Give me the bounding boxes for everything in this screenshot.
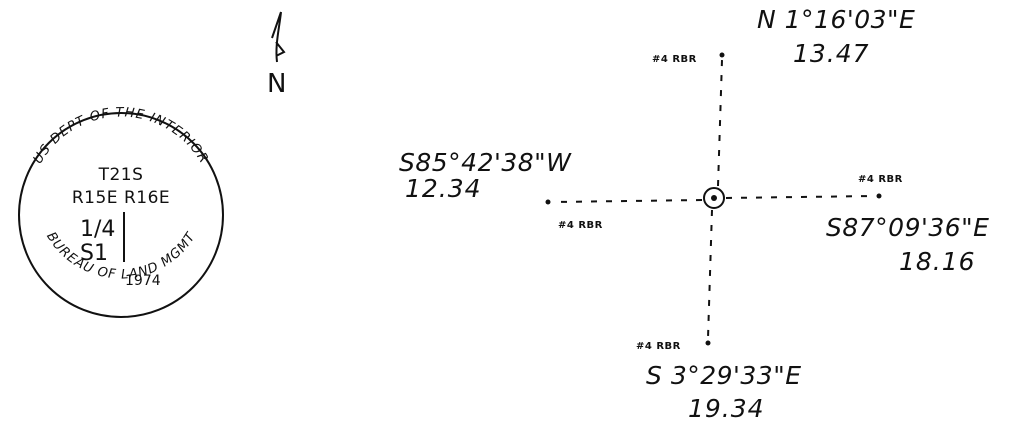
- cap-fraction: 1/4: [80, 217, 115, 242]
- ray-north-point: [719, 52, 725, 58]
- ray-west-line: [554, 199, 703, 203]
- ray-west-bearing: S85°42'38"W: [399, 148, 572, 177]
- ray-north-marker: #4 RBR: [652, 54, 697, 65]
- ray-south-line: [707, 209, 713, 339]
- center-monument: [703, 187, 725, 209]
- ray-south-marker: #4 RBR: [636, 341, 681, 352]
- ray-west-marker: #4 RBR: [558, 220, 603, 231]
- ray-south: #4 RBR S 3°29'33"E 19.34: [636, 209, 802, 422]
- ray-east: #4 RBR S87°09'36"E 18.16: [725, 174, 989, 276]
- ray-west-distance: 12.34: [405, 174, 482, 203]
- ray-east-distance: 18.16: [899, 247, 976, 276]
- brass-cap: US DEPT OF THE INTERIOR BUREAU OF LAND M…: [18, 105, 224, 318]
- ray-east-line: [725, 195, 874, 199]
- north-arrow: N: [267, 11, 286, 99]
- ray-north-distance: 13.47: [793, 39, 870, 68]
- ray-west: #4 RBR S85°42'38"W 12.34: [399, 148, 703, 231]
- ray-north-bearing: N 1°16'03"E: [757, 5, 915, 34]
- cap-top-arc: US DEPT OF THE INTERIOR: [31, 105, 212, 166]
- ray-south-bearing: S 3°29'33"E: [646, 361, 802, 390]
- ray-south-point: [705, 340, 711, 346]
- ray-east-bearing: S87°09'36"E: [826, 213, 989, 242]
- north-arrow-label: N: [267, 69, 286, 99]
- cap-ranges: R15E R16E: [72, 188, 170, 208]
- cap-bottom-arc-text: BUREAU OF LAND MGMT: [43, 230, 198, 283]
- ray-east-point: [876, 193, 882, 199]
- cap-bottom-arc: BUREAU OF LAND MGMT: [43, 230, 199, 283]
- cap-section: S1: [80, 241, 108, 266]
- ray-east-marker: #4 RBR: [858, 174, 903, 185]
- monument-dot: [711, 195, 717, 201]
- cap-township: T21S: [98, 165, 144, 185]
- cap-outline: [18, 112, 224, 318]
- ray-west-point: [545, 199, 551, 205]
- cap-year: 1974: [125, 273, 161, 289]
- ray-north: #4 RBR N 1°16'03"E 13.47: [652, 5, 915, 187]
- ray-south-distance: 19.34: [688, 394, 765, 422]
- ray-north-line: [717, 59, 723, 187]
- monument-ring: [703, 187, 725, 209]
- cap-top-arc-text: US DEPT OF THE INTERIOR: [31, 105, 211, 166]
- north-arrow-shaft: [271, 11, 286, 63]
